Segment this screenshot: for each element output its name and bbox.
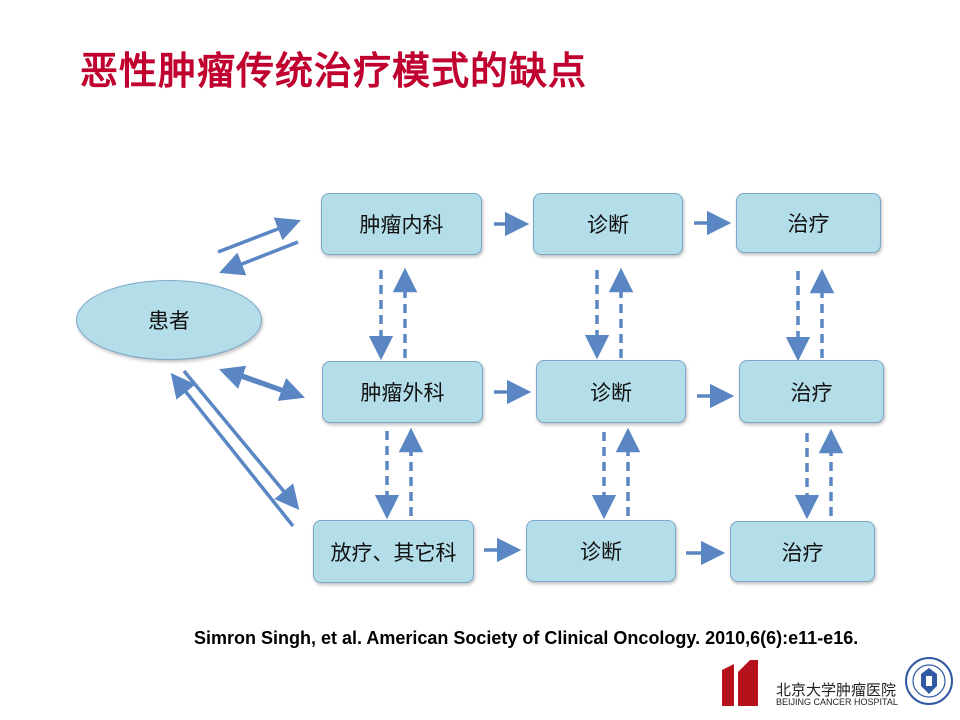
node-treatment-2: 治疗	[739, 360, 884, 423]
node-treatment-3: 治疗	[730, 521, 875, 582]
node-diagnosis-2: 诊断	[536, 360, 686, 423]
node-diagnosis-3: 诊断	[526, 520, 676, 582]
hospital-seal-icon	[905, 657, 953, 705]
arrow-radio-to-patient	[170, 372, 295, 528]
node-surgical-oncology: 肿瘤外科	[322, 361, 483, 423]
hospital-logo-icon	[722, 660, 758, 706]
arrow-patient-to-surgical	[230, 369, 305, 401]
node-treatment-1: 治疗	[736, 193, 881, 253]
patient-node: 患者	[76, 280, 262, 360]
hospital-name-en: BEIJING CANCER HOSPITAL	[776, 697, 898, 707]
hospital-name-cn: 北京大学肿瘤医院	[776, 681, 897, 699]
arrow-patient-to-internal	[217, 217, 301, 254]
arrow-internal-to-patient	[219, 240, 299, 276]
node-diagnosis-1: 诊断	[533, 193, 683, 255]
citation: Simron Singh, et al. American Society of…	[194, 628, 859, 648]
node-radiotherapy-other: 放疗、其它科	[313, 520, 474, 583]
node-internal-oncology: 肿瘤内科	[321, 193, 482, 255]
arrow-patient-to-radio	[182, 369, 300, 511]
slide-title: 恶性肿瘤传统治疗模式的缺点	[80, 49, 588, 93]
